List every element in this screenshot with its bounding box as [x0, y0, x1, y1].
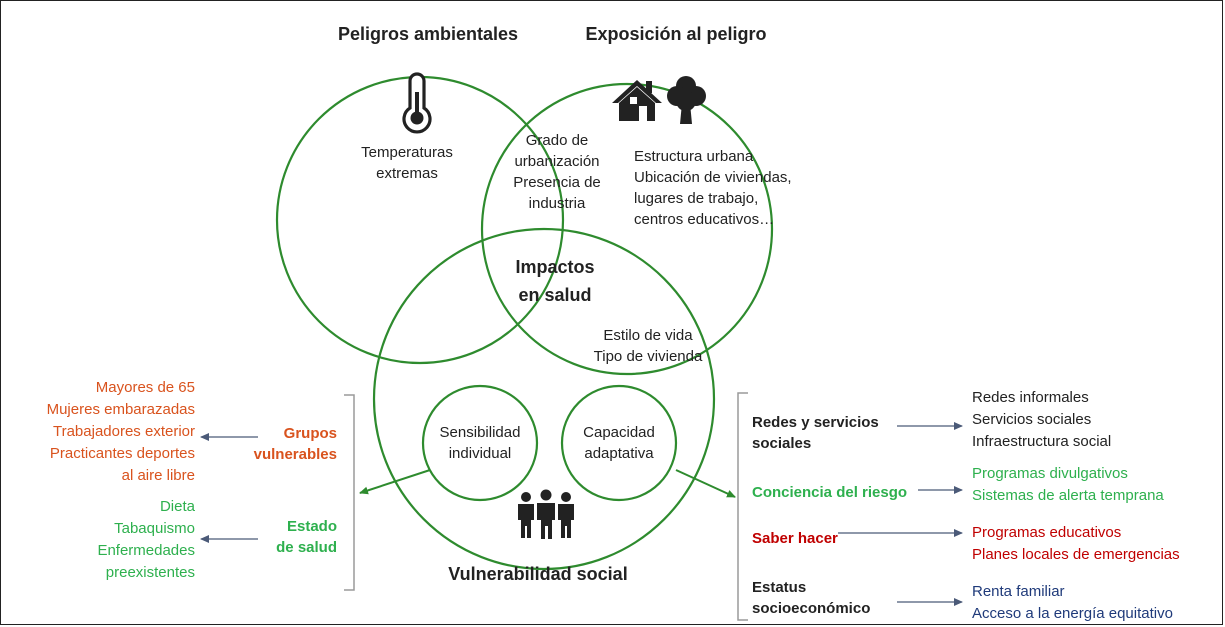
capacity-line: adaptativa [584, 445, 654, 462]
exposure-line: centros educativos… [634, 211, 775, 228]
center-label: Impactos en salud [515, 253, 594, 309]
health-label-line: Estado [286, 518, 337, 535]
knowhow-item: Planes locales de emergencias [972, 546, 1180, 563]
sensitivity-line: individual [448, 445, 512, 462]
vulnerability-circle [372, 227, 716, 571]
overlap-right-text: Estilo de vida Tipo de vivienda [594, 325, 703, 367]
status-label-line: socioeconómico [752, 600, 871, 617]
status-items: Renta familiar Acceso a la energía equit… [972, 581, 1173, 625]
networks-item: Redes informales [972, 389, 1089, 406]
networks-item: Servicios sociales [972, 411, 1092, 428]
groups-item: al aire libre [121, 467, 195, 484]
capacity-line: Capacidad [583, 424, 655, 441]
overlap-top-line: industria [528, 195, 586, 212]
sensitivity-line: Sensibilidad [439, 424, 521, 441]
exposure-line: Ubicación de viviendas, [634, 169, 792, 186]
networks-label-line: sociales [752, 435, 812, 452]
health-item: Tabaquismo [114, 520, 195, 537]
overlap-right-line: Tipo de vivienda [593, 348, 703, 365]
capacity-circle [560, 384, 678, 502]
status-item: Acceso a la energía equitativo [972, 605, 1173, 622]
networks-label: Redes y servicios sociales [752, 412, 879, 454]
status-label-line: Estatus [752, 579, 807, 596]
hazards-text: Temperaturas extremas [361, 142, 453, 184]
overlap-top-line: Grado de [525, 132, 589, 149]
left-bracket [344, 394, 355, 591]
groups-item: Mujeres embarazadas [46, 401, 195, 418]
groups-items: Mayores de 65 Mujeres embarazadas Trabaj… [47, 377, 195, 487]
networks-items: Redes informales Servicios sociales Infr… [972, 387, 1111, 453]
awareness-item: Programas divulgativos [972, 465, 1128, 482]
awareness-label: Conciencia del riesgo [752, 484, 908, 501]
sensitivity-circle [421, 384, 539, 502]
groups-item: Trabajadores exterior [52, 423, 195, 440]
overlap-top-line: Presencia de [513, 174, 601, 191]
awareness-item: Sistemas de alerta temprana [972, 487, 1164, 504]
networks-label-line: Redes y servicios [752, 414, 879, 431]
knowhow-label: Saber hacer [752, 530, 838, 547]
right-bracket [737, 392, 748, 621]
capacity-text: Capacidad adaptativa [583, 422, 655, 464]
center-line: Impactos [515, 257, 595, 277]
vulnerability-title: Vulnerabilidad social [448, 564, 628, 584]
groups-label-line: Grupos [283, 425, 337, 442]
house-icon [612, 80, 662, 121]
awareness-items: Programas divulgativos Sistemas de alert… [972, 463, 1164, 507]
health-label: Estado de salud [276, 516, 337, 558]
hazards-line: Temperaturas [361, 144, 453, 161]
health-item: Dieta [159, 498, 195, 515]
groups-item: Mayores de 65 [95, 379, 195, 396]
exposure-line: lugares de trabajo, [634, 190, 759, 207]
tree-icon [667, 76, 706, 124]
overlap-right-line: Estilo de vida [603, 327, 693, 344]
sensitivity-text: Sensibilidad individual [440, 422, 521, 464]
people-icon [518, 489, 574, 539]
health-item: preexistentes [105, 564, 195, 581]
health-label-line: de salud [276, 539, 337, 556]
hazards-title: Peligros ambientales [337, 24, 519, 44]
groups-item: Practicantes deportes [49, 445, 195, 462]
hazards-line: extremas [376, 165, 438, 182]
overlap-top-text: Grado de urbanización Presencia de indus… [513, 130, 601, 214]
thermometer-icon [402, 72, 432, 134]
groups-label-line: vulnerables [253, 446, 337, 463]
exposure-title: Exposición al peligro [585, 24, 767, 44]
networks-item: Infraestructura social [972, 433, 1112, 450]
status-label: Estatus socioeconómico [752, 577, 870, 619]
arrow-to-right [675, 469, 736, 498]
health-item: Enfermedades [97, 542, 195, 559]
knowhow-item: Programas educativos [972, 524, 1122, 541]
exposure-line: Estructura urbana [634, 148, 754, 165]
center-line: en salud [518, 285, 592, 305]
exposure-text: Estructura urbana Ubicación de viviendas… [634, 146, 792, 230]
arrow-to-left [359, 469, 431, 495]
status-item: Renta familiar [972, 583, 1065, 600]
groups-label: Grupos vulnerables [254, 423, 337, 465]
exposure-circle [480, 82, 774, 376]
overlap-top-line: urbanización [514, 153, 600, 170]
health-items: Dieta Tabaquismo Enfermedades preexisten… [97, 496, 195, 584]
knowhow-items: Programas educativos Planes locales de e… [972, 522, 1180, 566]
